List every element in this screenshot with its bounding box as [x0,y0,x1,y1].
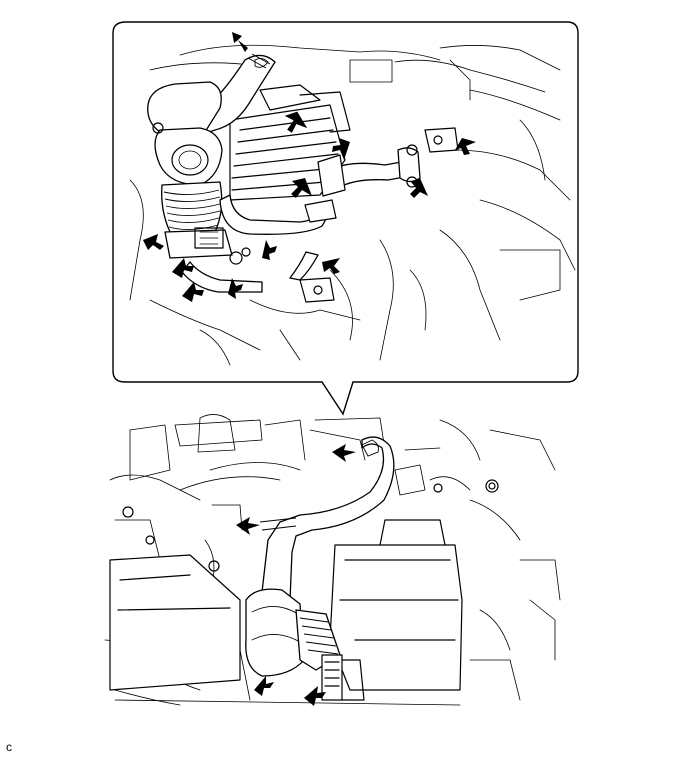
overview-view [104,414,561,706]
detail-view [129,32,576,366]
corrugated-hose-detail [161,181,233,259]
arrow-icon [236,444,356,706]
figure-caption: c [6,740,12,754]
arrow-icon [143,32,476,302]
air-cleaner-box [329,519,463,691]
